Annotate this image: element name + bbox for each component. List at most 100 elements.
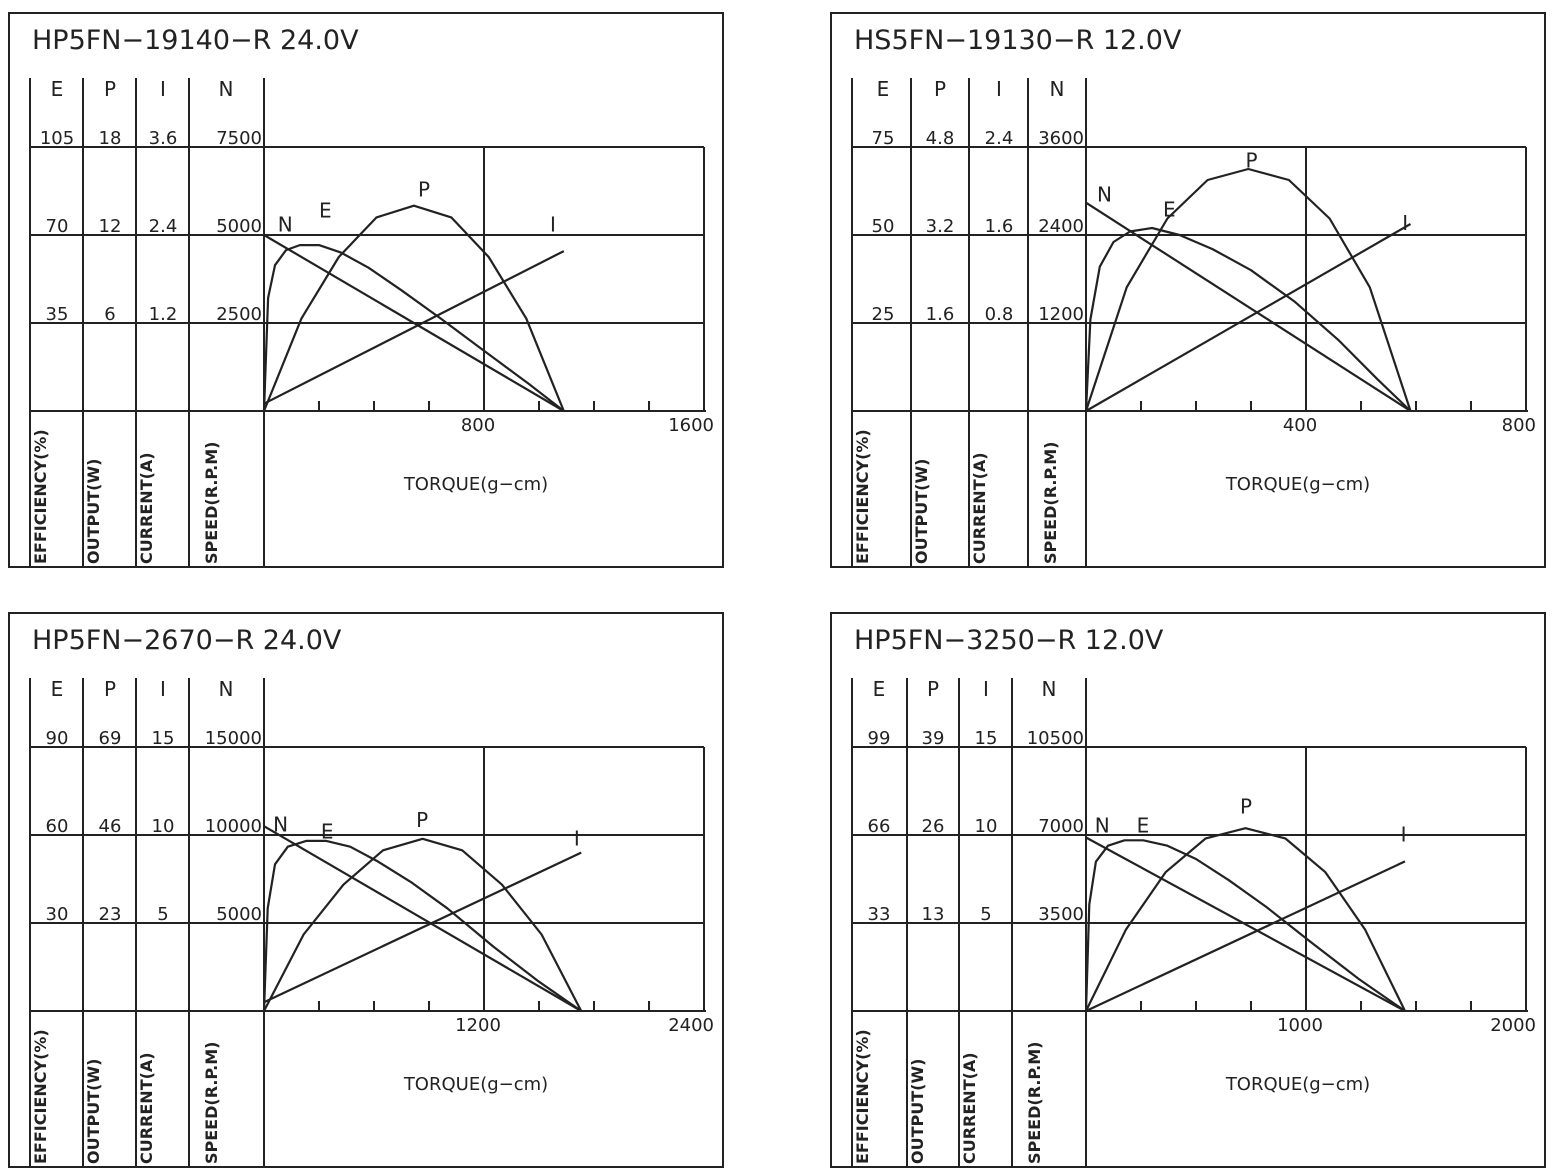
series-curve-N <box>263 234 565 412</box>
column-header-I: I <box>160 677 166 701</box>
y-tick-label-P: 23 <box>99 904 122 925</box>
series-label-N: N <box>278 212 293 236</box>
x-tick-label: 2000 <box>1490 1015 1536 1036</box>
current-label: CURRENT(A) <box>137 452 156 564</box>
output-label: OUTPUT(W) <box>84 459 103 564</box>
column-header-N: N <box>219 677 234 701</box>
y-tick-label-P: 4.8 <box>926 128 955 149</box>
series-curve-I <box>1085 860 1406 1012</box>
chart-title: HP5FN−3250−R 12.0V <box>854 625 1164 656</box>
y-tick-label-N: 7000 <box>1038 816 1084 837</box>
y-tick-label-I: 3.6 <box>149 128 178 149</box>
y-tick-label-P: 6 <box>104 304 115 325</box>
series-label-I: I <box>1401 822 1407 846</box>
chart-title: HP5FN−19140−R 24.0V <box>32 25 359 56</box>
y-tick-label-E: 35 <box>46 304 69 325</box>
y-tick-label-P: 12 <box>99 216 122 237</box>
series-label-N: N <box>1097 182 1112 206</box>
series-curve-E <box>262 839 582 1012</box>
y-tick-label-I: 1.6 <box>985 216 1014 237</box>
y-tick-label-I: 15 <box>152 728 175 749</box>
series-curve-E <box>262 244 565 412</box>
output-label: OUTPUT(W) <box>908 1059 927 1164</box>
efficiency-label: EFFICIENCY(%) <box>31 429 50 564</box>
y-tick-label-I: 15 <box>975 728 998 749</box>
series-label-E: E <box>321 820 334 844</box>
y-tick-label-P: 3.2 <box>926 216 955 237</box>
x-axis-label: TORQUE(g−cm) <box>403 474 548 495</box>
series-curve-E <box>1084 839 1406 1012</box>
series-label-I: I <box>550 212 556 236</box>
x-tick-label: 800 <box>461 415 495 436</box>
x-tick-label: 1600 <box>668 415 714 436</box>
y-tick-label-P: 18 <box>99 128 122 149</box>
current-label: CURRENT(A) <box>137 1052 156 1164</box>
series-label-P: P <box>418 177 430 201</box>
y-tick-label-P: 13 <box>922 904 945 925</box>
y-tick-label-I: 1.2 <box>149 304 178 325</box>
x-tick-label: 1200 <box>455 1015 501 1036</box>
series-label-P: P <box>1246 149 1258 173</box>
y-tick-label-I: 2.4 <box>149 216 178 237</box>
series-label-I: I <box>574 827 580 851</box>
series-curve-I <box>263 250 565 405</box>
chart-title: HP5FN−2670−R 24.0V <box>32 625 342 656</box>
series-label-E: E <box>1163 198 1176 222</box>
x-tick-label: 2400 <box>668 1015 714 1036</box>
column-header-N: N <box>1050 77 1065 101</box>
column-header-N: N <box>219 77 234 101</box>
x-axis-label: TORQUE(g−cm) <box>1225 1074 1370 1095</box>
column-header-P: P <box>104 677 116 701</box>
column-header-E: E <box>877 77 890 101</box>
efficiency-label: EFFICIENCY(%) <box>853 429 872 564</box>
series-label-N: N <box>1095 813 1110 837</box>
y-tick-label-N: 3500 <box>1038 904 1084 925</box>
y-tick-label-E: 50 <box>872 216 895 237</box>
series-curve-I <box>263 851 582 1004</box>
y-tick-label-N: 1200 <box>1038 304 1084 325</box>
y-tick-label-P: 46 <box>99 816 122 837</box>
speed-label: SPEED(R.P.M) <box>1025 1042 1044 1165</box>
column-header-E: E <box>51 677 64 701</box>
series-label-E: E <box>319 198 332 222</box>
column-header-P: P <box>927 677 939 701</box>
efficiency-label: EFFICIENCY(%) <box>853 1029 872 1164</box>
y-tick-label-P: 69 <box>99 728 122 749</box>
y-tick-label-E: 70 <box>46 216 69 237</box>
y-tick-label-E: 66 <box>868 816 891 837</box>
y-tick-label-N: 2500 <box>216 304 262 325</box>
column-header-E: E <box>51 77 64 101</box>
series-curve-N <box>1085 201 1412 412</box>
series-curve-P <box>1085 827 1406 1012</box>
y-tick-label-P: 39 <box>922 728 945 749</box>
y-tick-label-N: 3600 <box>1038 128 1084 149</box>
x-tick-label: 800 <box>1502 415 1536 436</box>
y-tick-label-I: 5 <box>980 904 991 925</box>
y-tick-label-N: 7500 <box>216 128 262 149</box>
speed-label: SPEED(R.P.M) <box>202 442 221 565</box>
series-label-E: E <box>1137 813 1150 837</box>
y-tick-label-E: 30 <box>46 904 69 925</box>
column-header-I: I <box>996 77 1002 101</box>
y-tick-label-I: 5 <box>157 904 168 925</box>
y-tick-label-I: 0.8 <box>985 304 1014 325</box>
output-label: OUTPUT(W) <box>912 459 931 564</box>
series-curve-P <box>263 837 583 1012</box>
current-label: CURRENT(A) <box>960 1052 979 1164</box>
series-curve-N <box>1085 836 1406 1012</box>
y-tick-label-E: 75 <box>872 128 895 149</box>
column-header-N: N <box>1042 677 1057 701</box>
y-tick-label-E: 99 <box>868 728 891 749</box>
chart-title: HS5FN−19130−R 12.0V <box>854 25 1182 56</box>
y-tick-label-N: 5000 <box>216 216 262 237</box>
y-tick-label-N: 2400 <box>1038 216 1084 237</box>
series-label-N: N <box>273 812 288 836</box>
efficiency-label: EFFICIENCY(%) <box>31 1029 50 1164</box>
